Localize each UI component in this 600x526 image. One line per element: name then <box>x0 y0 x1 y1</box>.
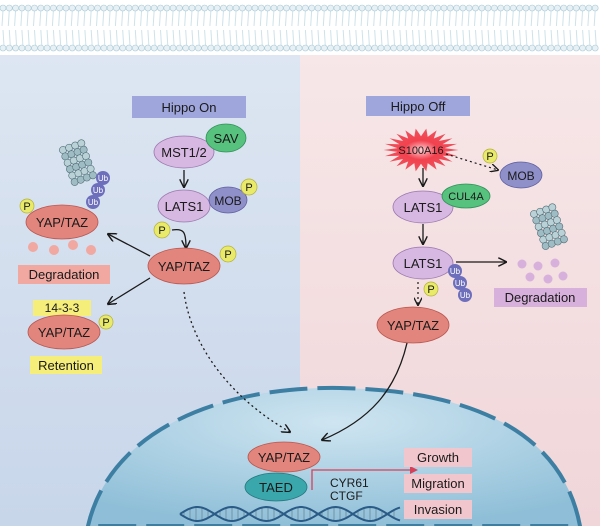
yap-degraded-node <box>25 204 99 240</box>
s100a16-to-mob-arrow <box>445 153 498 170</box>
lats-bottom-node <box>392 246 454 280</box>
yap-retained-phospho-label: P <box>102 317 109 329</box>
yap-degraded-phospho-label: P <box>23 201 30 213</box>
protein-1433-box <box>33 300 91 316</box>
transcription-arrow <box>311 469 410 490</box>
retention-box <box>30 356 102 374</box>
ub-r3 <box>458 288 472 302</box>
mob-right-phospho <box>482 148 498 164</box>
mob-phospho <box>240 178 258 196</box>
yap-to-degradation-arrow <box>108 234 151 257</box>
degraded-fragments-left <box>28 240 96 255</box>
degradation-left-label: Degradation <box>29 267 100 282</box>
protein-1433-label: 14-3-3 <box>45 301 80 315</box>
degradation-right-label: Degradation <box>505 290 576 305</box>
hippo-on-title: Hippo On <box>162 100 217 115</box>
ub-2 <box>91 183 105 197</box>
yap-incoming-phospho <box>153 221 171 239</box>
yap-center-label: YAP/TAZ <box>158 259 210 274</box>
yap-center-node <box>147 247 221 285</box>
yap-right-phospho-label: P <box>427 284 434 296</box>
ub-1 <box>96 171 110 185</box>
gene-cyr61: CYR61 <box>330 476 369 490</box>
mob-node <box>208 186 248 214</box>
yap-right-phospho <box>423 281 439 297</box>
mob-right-phospho-label: P <box>486 151 493 163</box>
yap-center-phospho <box>219 245 237 263</box>
taed-label: TAED <box>259 480 293 495</box>
degraded-fragments-right <box>517 258 568 284</box>
proteasome-left-icon <box>59 139 97 186</box>
yap-retained-phospho <box>98 314 114 330</box>
sav-label: SAV <box>213 131 238 146</box>
yap-retained-node <box>27 314 101 350</box>
hippo-off-label-box <box>366 96 470 116</box>
ub-r2-label: Ub <box>455 279 466 288</box>
taed-node <box>244 472 308 502</box>
transcription-arrowhead <box>410 466 418 474</box>
dna-helix <box>179 505 401 523</box>
hippo-on-label-box <box>132 96 246 118</box>
cul4a-node <box>441 183 491 209</box>
mob-right-node <box>499 161 543 189</box>
sav-node <box>205 123 247 153</box>
proteasome-right-icon <box>530 203 568 250</box>
yap-degraded-phospho <box>19 198 35 214</box>
lats-node <box>157 189 211 223</box>
outcome-invasion: Invasion <box>414 502 462 517</box>
lats-top-node <box>392 190 454 224</box>
yap-degraded-label: YAP/TAZ <box>36 215 88 230</box>
hippo-off-title: Hippo Off <box>391 99 446 114</box>
lats-top-label: LATS1 <box>404 200 443 215</box>
mst-label: MST1/2 <box>161 145 207 160</box>
ub-r2 <box>453 276 467 290</box>
yap-nucleus-label: YAP/TAZ <box>258 450 310 465</box>
s100a16-label: S100A16 <box>398 145 443 157</box>
retention-label: Retention <box>38 358 94 373</box>
cell-membrane <box>0 0 600 55</box>
lats-bottom-label: LATS1 <box>404 256 443 271</box>
mob-right-label: MOB <box>507 169 534 183</box>
ub-2-label: Ub <box>93 186 104 195</box>
yap-to-retention-arrow <box>108 277 151 304</box>
ub-r1-label: Ub <box>450 267 461 276</box>
yap-to-nucleus-dotted-arrow <box>183 291 290 432</box>
ub-3-label: Ub <box>88 198 99 207</box>
mob-label: MOB <box>214 194 241 208</box>
yap-right-to-nucleus-arrow <box>322 342 408 440</box>
ub-1-label: Ub <box>98 174 109 183</box>
ub-r3-label: Ub <box>460 291 471 300</box>
gene-ctgf: CTGF <box>330 489 363 503</box>
outcome-migration-box <box>404 474 472 493</box>
degradation-left-box <box>18 265 110 284</box>
yap-right-label: YAP/TAZ <box>387 318 439 333</box>
yap-retained-label: YAP/TAZ <box>38 325 90 340</box>
mob-phospho-label: P <box>245 182 252 194</box>
yap-right-node <box>376 306 450 344</box>
lats-to-yap-arrow <box>171 228 186 248</box>
lats-label: LATS1 <box>165 199 204 214</box>
mst-node <box>153 135 215 169</box>
degradation-right-box <box>494 288 587 307</box>
ub-r1 <box>448 264 462 278</box>
outcome-growth-box <box>404 448 472 467</box>
cul4a-label: CUL4A <box>448 191 484 203</box>
outcome-migration: Migration <box>411 476 464 491</box>
outcome-invasion-box <box>404 500 472 519</box>
outcome-growth: Growth <box>417 450 459 465</box>
yap-incoming-phospho-label: P <box>158 225 165 237</box>
yap-nucleus-node <box>247 441 321 473</box>
s100a16-burst <box>383 128 459 172</box>
ub-3 <box>86 195 100 209</box>
yap-center-phospho-label: P <box>224 249 231 261</box>
